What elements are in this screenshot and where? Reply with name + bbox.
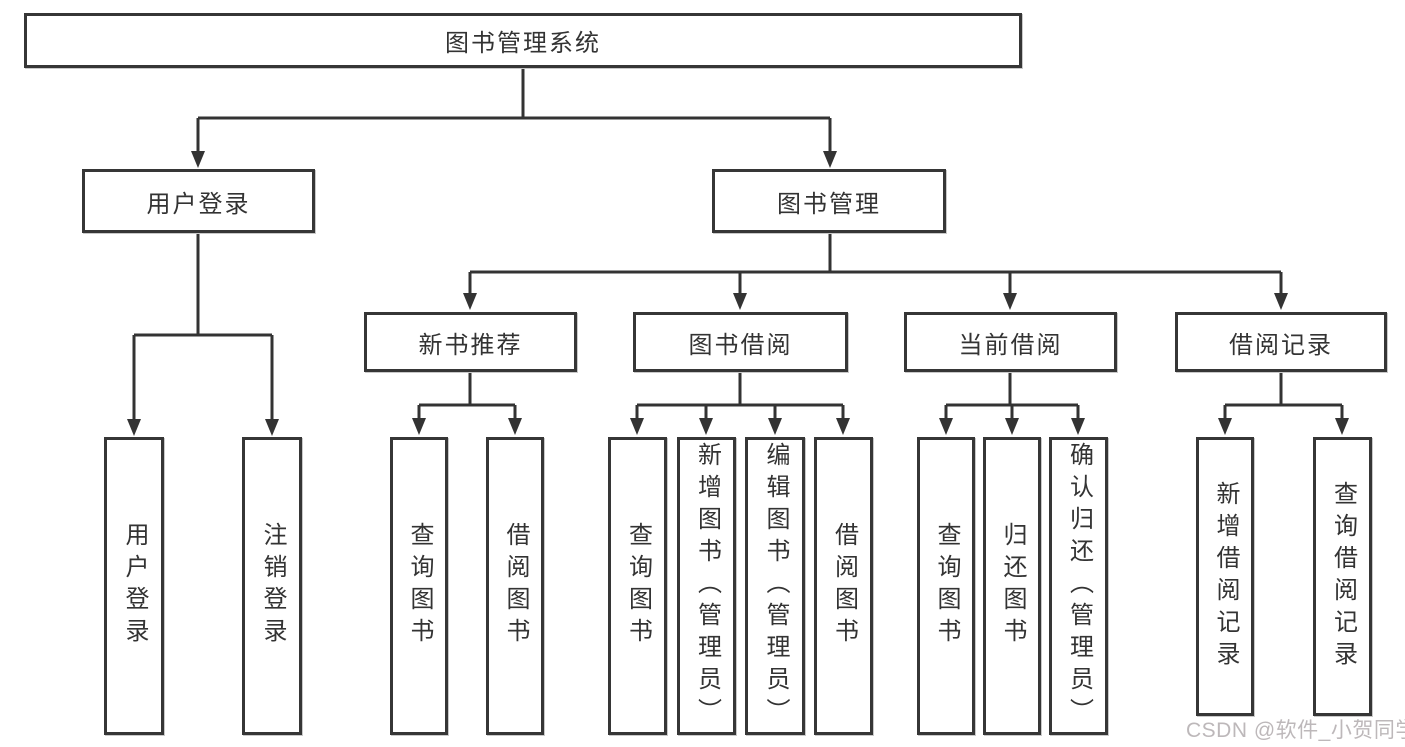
leaf-confirm-return-admin: 确认归还（管理员） xyxy=(1049,437,1108,735)
node-label: 用户登录 xyxy=(121,522,148,650)
node-label: 归还图书 xyxy=(999,522,1026,650)
node-label: 查询借阅记录 xyxy=(1329,480,1357,673)
node-label: 新书推荐 xyxy=(418,331,523,359)
node-label: 确认归还（管理员） xyxy=(1065,442,1093,730)
leaf-user-login: 用户登录 xyxy=(104,437,164,735)
node-label: 借阅记录 xyxy=(1229,331,1333,359)
leaf-logout: 注销登录 xyxy=(242,437,302,735)
leaf-add-borrow-record: 新增借阅记录 xyxy=(1196,437,1254,716)
node-label: 查询图书 xyxy=(933,522,960,650)
node-label: 编辑图书（管理员） xyxy=(762,442,789,730)
leaf-borrow-books-recommend: 借阅图书 xyxy=(486,437,544,735)
node-book-management: 图书管理 xyxy=(712,169,946,233)
leaf-query-books-current: 查询图书 xyxy=(917,437,975,735)
leaf-query-books-borrowing: 查询图书 xyxy=(608,437,667,735)
node-label: 新增借阅记录 xyxy=(1212,480,1239,673)
node-label: 用户登录 xyxy=(146,190,251,218)
node-current-borrowing: 当前借阅 xyxy=(904,312,1117,372)
leaf-return-books: 归还图书 xyxy=(983,437,1041,735)
leaf-add-books-admin: 新增图书（管理员） xyxy=(677,437,736,735)
node-user-login-group: 用户登录 xyxy=(82,169,315,233)
node-label: 图书借阅 xyxy=(688,331,793,359)
node-label: 当前借阅 xyxy=(958,331,1063,359)
leaf-borrow-books: 借阅图书 xyxy=(814,437,873,735)
leaf-query-books-recommend: 查询图书 xyxy=(390,437,448,735)
node-label: 借阅图书 xyxy=(502,522,529,650)
node-label: 查询图书 xyxy=(406,522,433,650)
node-label: 借阅图书 xyxy=(830,522,858,650)
leaf-query-borrow-record: 查询借阅记录 xyxy=(1313,437,1372,716)
csdn-watermark: CSDN @软件_小贺同学 xyxy=(1186,719,1405,742)
node-library-system: 图书管理系统 xyxy=(24,13,1022,68)
node-book-borrowing: 图书借阅 xyxy=(633,312,848,372)
node-borrow-records: 借阅记录 xyxy=(1175,312,1387,372)
edge-lines xyxy=(132,68,1344,424)
node-label: 新增图书（管理员） xyxy=(693,442,721,730)
node-label: 注销登录 xyxy=(259,522,286,650)
leaf-edit-books-admin: 编辑图书（管理员） xyxy=(745,437,805,735)
node-label: 图书管理系统 xyxy=(445,30,601,57)
node-new-book-recommend: 新书推荐 xyxy=(364,312,577,372)
node-label: 查询图书 xyxy=(624,522,652,650)
node-label: 图书管理 xyxy=(777,190,881,218)
edge-arrowheads xyxy=(127,151,1349,436)
